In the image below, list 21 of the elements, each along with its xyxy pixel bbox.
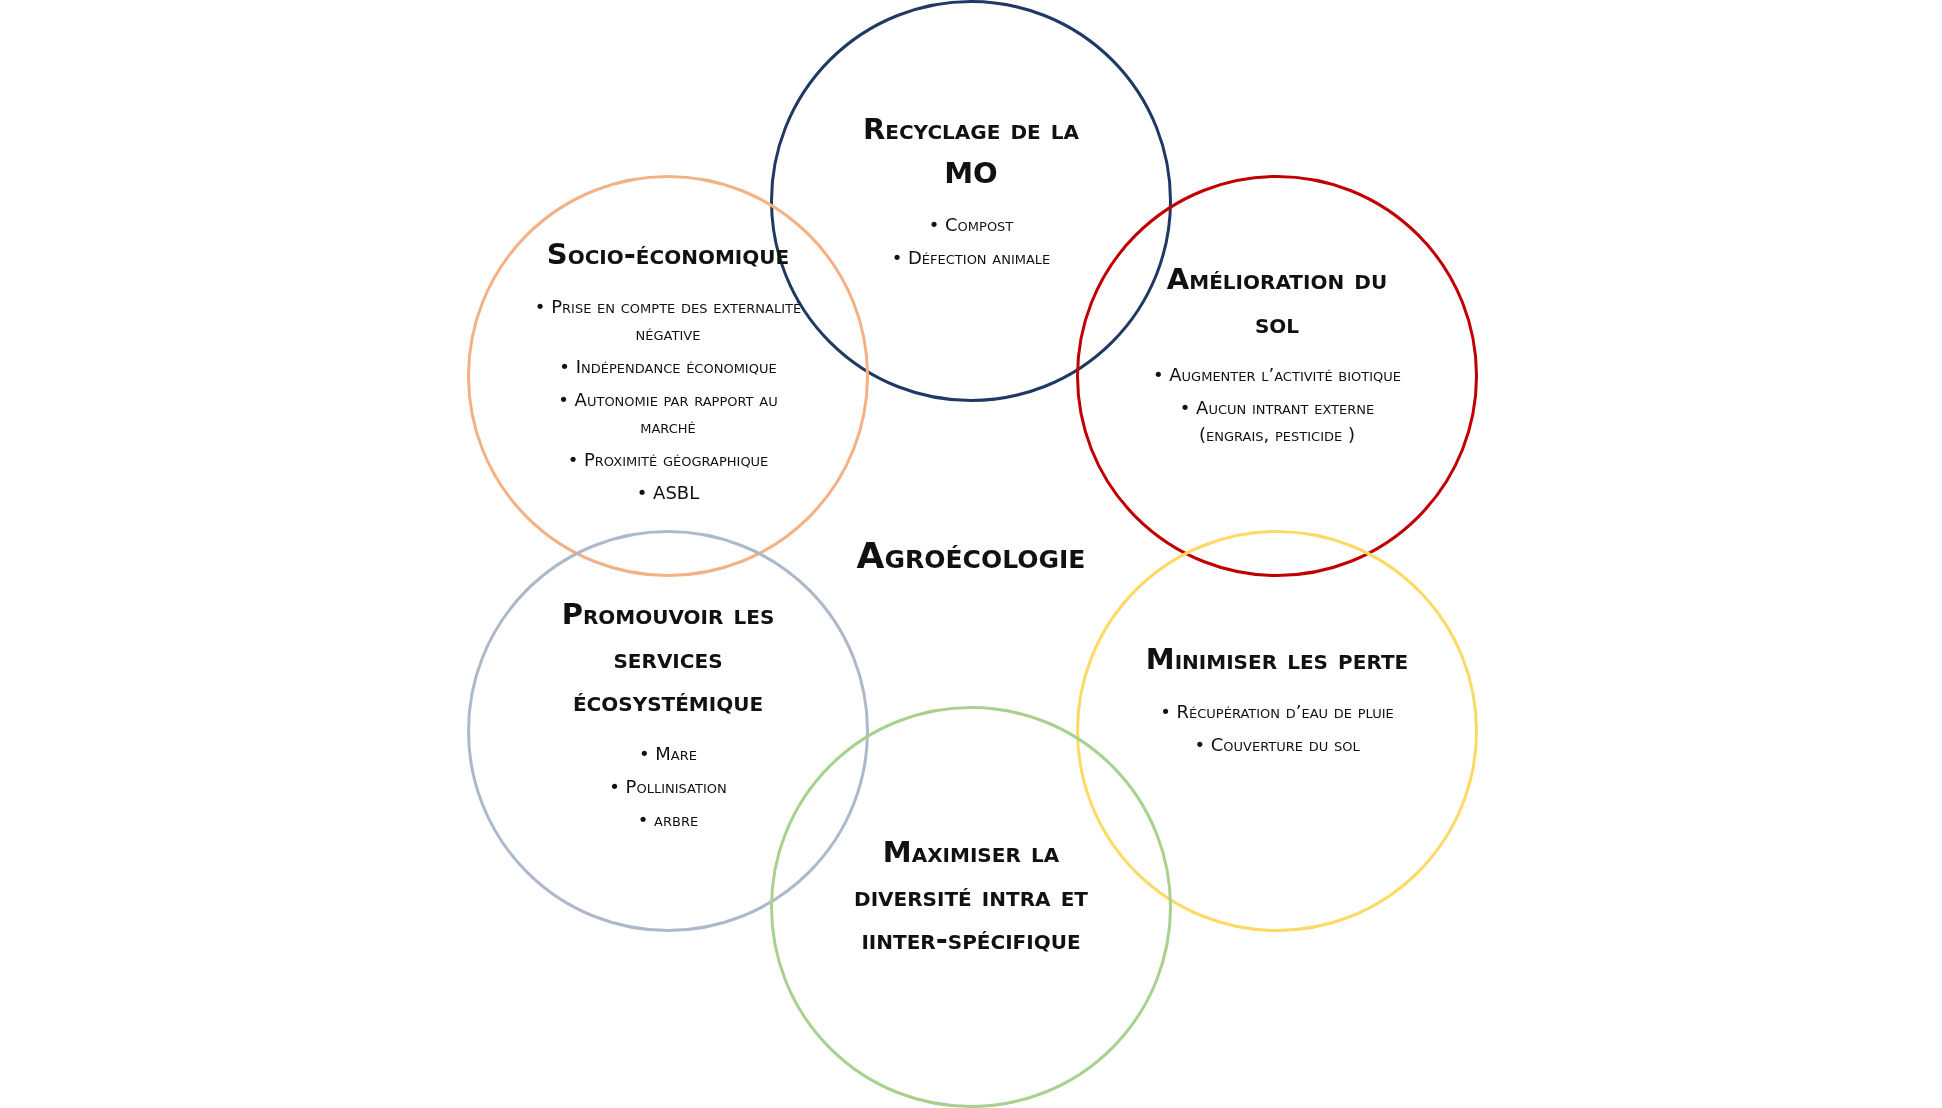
bullet-item: • arbre — [636, 807, 700, 832]
bullet-item: • Pollinisation — [608, 774, 728, 799]
circle-heading: Amélioration du sol — [1165, 261, 1389, 342]
bullet-item: • Prise en compte des externalité négative — [533, 294, 803, 346]
bullet-item: • Couverture du sol — [1193, 732, 1361, 757]
bullet-item: • Proximité géographique — [566, 447, 770, 472]
diagram-title: Agroécologie — [856, 534, 1086, 576]
bullet-item: • Augmenter l’activité biotique — [1151, 363, 1403, 387]
bullet-item: • Défection animale — [890, 246, 1052, 270]
bullet-item: • Autonomie par rapport au marché — [557, 387, 779, 439]
circle-heading: Promouvoir les services écosystémique — [560, 596, 776, 720]
bullet-item: • Indépendance économique — [558, 354, 778, 379]
circle-heading: Recyclage de la MO — [861, 111, 1081, 192]
circle-heading: Maximiser la diversité intra et iinter-spécifique — [853, 834, 1089, 958]
bullet-item: • ASBL — [635, 480, 701, 505]
bullet-item: • Aucun intrant externe (engrais, pesticide ) — [1178, 396, 1376, 447]
bullet-item: • Récupération d’eau de pluie — [1159, 699, 1395, 724]
circle — [770, 706, 1172, 1108]
circle-heading: Minimiser les perte — [1144, 641, 1410, 678]
bullet-item: • Compost — [927, 213, 1015, 237]
bullet-item: • Mare — [638, 741, 698, 766]
